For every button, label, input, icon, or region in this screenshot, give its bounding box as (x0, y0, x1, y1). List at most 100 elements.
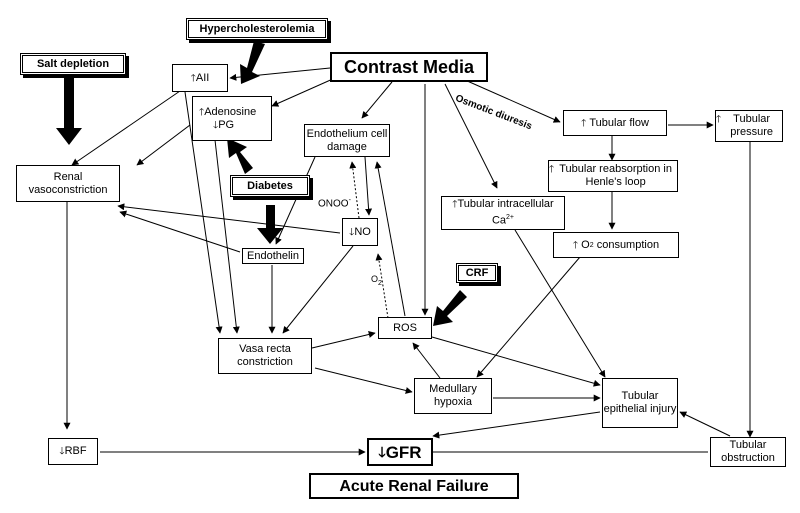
tubular-obstruction-box: Tubular obstruction (710, 437, 786, 467)
pg-label: PG (218, 118, 235, 131)
up-arrow-icon: 🡑 (581, 117, 587, 129)
up-arrow-icon: 🡑 (199, 106, 205, 118)
hypercholesterolemia-label: Hypercholesterolemia (199, 22, 315, 35)
arrow-endodamage-endothelin (275, 156, 316, 245)
diabetes-box: Diabetes (230, 175, 310, 197)
arrow-o2cons-medhyp (476, 256, 581, 378)
arrow-no-endodamage (349, 161, 360, 219)
arrow-ros-endodamage (374, 161, 406, 317)
endothelin-box: Endothelin (242, 248, 304, 264)
arrow-tubca-tubepi (514, 229, 606, 378)
o2-consumption-subscript: 2 (589, 241, 594, 249)
medullary-hypoxia-label: Medullary hypoxia (429, 383, 477, 408)
contrast-media-box: Contrast Media (330, 52, 488, 82)
tubular-ca-box: 🡑Tubular intracellular Ca2+ (441, 196, 565, 230)
arrow-contrast-tubflow (464, 79, 561, 123)
arrow-obstruction-tubepi (679, 411, 731, 437)
up-arrow-icon: 🡑 (572, 239, 579, 251)
down-arrow-icon: 🡓 (349, 226, 355, 238)
endothelin-label: Endothelin (247, 249, 299, 262)
medullary-hypoxia-box: Medullary hypoxia (414, 378, 492, 414)
gfr-label: GFR (385, 442, 422, 462)
no-box: 🡓NO (342, 218, 378, 246)
rbf-box: 🡓RBF (48, 438, 98, 465)
diabetes-label: Diabetes (247, 179, 293, 192)
arrow-ros-tubepi (431, 336, 601, 387)
vasa-recta-label: Vasa recta constriction (237, 343, 293, 368)
onoo-label: ONOO- (318, 194, 351, 210)
o2-consumption-o: O (581, 238, 590, 251)
tubular-obstruction-label: Tubular obstruction (721, 439, 775, 464)
acute-renal-failure-box: Acute Renal Failure (309, 473, 519, 499)
crf-label: CRF (465, 266, 489, 279)
tubular-epithelial-label: Tubular epithelial injury (603, 390, 677, 415)
tubular-pressure-box: 🡑 Tubular pressure (715, 110, 783, 142)
tubular-pressure-label: Tubular pressure (730, 113, 773, 138)
up-arrow-icon: 🡑 (190, 72, 196, 84)
rbf-label: RBF (64, 445, 87, 457)
ros-label: ROS (393, 321, 417, 334)
acute-renal-failure-label: Acute Renal Failure (339, 477, 489, 495)
arrow-vasa-ros (311, 331, 376, 349)
onoo-text: ONOO (318, 198, 349, 210)
o2-text: O (371, 274, 379, 284)
arrow-adenosine-renalvaso (136, 124, 191, 166)
thick-arrow-diabetes (227, 138, 253, 174)
endothelium-damage-label: Endothelium cell damage (306, 127, 388, 153)
o2-label: O2 (371, 273, 382, 290)
arrow-vasa-medhyp (314, 367, 413, 394)
thick-arrow-diabetes-endothelin (257, 205, 283, 244)
thick-arrow-salt (56, 77, 82, 145)
adenosine-pg-box: 🡑Adenosine 🡓PG (192, 96, 272, 141)
crf-box: CRF (456, 263, 498, 283)
thick-arrow-crf (433, 290, 467, 326)
tubular-flow-box: 🡑 Tubular flow (563, 110, 667, 136)
salt-depletion-box: Salt depletion (20, 53, 126, 75)
renal-vasoconstriction-box: Renal vasoconstriction (16, 165, 120, 202)
down-arrow-icon: 🡓 (378, 443, 386, 460)
arrow-contrast-adenosine (271, 77, 336, 107)
tubular-flow-label: Tubular flow (589, 116, 649, 129)
arrow-no-renalvaso (117, 203, 341, 234)
endothelium-damage-box: Endothelium cell damage (304, 124, 390, 157)
arrow-endodamage-no (364, 156, 373, 216)
adenosine-label: Adenosine (204, 105, 257, 118)
vasa-recta-box: Vasa recta constriction (218, 338, 312, 374)
aii-box: 🡑AII (172, 64, 228, 92)
ca-label: Ca (491, 214, 507, 227)
arrow-contrast-endodamage (361, 81, 393, 119)
tubular-reabsorption-box: 🡑 Tubular reabsorption in Henle's loop (548, 160, 678, 192)
thick-arrow-hyperchol (240, 41, 265, 84)
hypercholesterolemia-box: Hypercholesterolemia (186, 18, 328, 40)
arrow-ros-no (375, 253, 389, 319)
aii-label: AII (195, 71, 210, 84)
o2-subscript: 2 (378, 279, 382, 287)
salt-depletion-label: Salt depletion (36, 57, 110, 70)
arrow-medhyp-ros (412, 342, 441, 379)
ros-box: ROS (378, 317, 432, 339)
contrast-media-label: Contrast Media (343, 56, 475, 77)
onoo-superscript: - (348, 197, 351, 204)
gfr-box: 🡓GFR (367, 438, 433, 466)
down-arrow-icon: 🡓 (59, 446, 65, 457)
o2-consumption-label: consumption (596, 238, 660, 251)
tubular-epithelial-box: Tubular epithelial injury (602, 378, 678, 428)
renal-vasoconstriction-label: Renal vasoconstriction (28, 170, 108, 196)
arrow-endothelin-renalvaso (119, 210, 241, 253)
arrow-no-vasa (282, 245, 354, 334)
up-arrow-icon: 🡑 (716, 114, 722, 125)
arrow-aii-renalvaso (71, 90, 181, 166)
arrow-adenosine-vasa (214, 139, 240, 334)
tubular-reabsorption-label: Tubular reabsorption in Henle's loop (559, 163, 672, 188)
up-arrow-icon: 🡑 (452, 199, 458, 211)
no-label: NO (354, 225, 371, 238)
arrow-aii-vasa (184, 91, 223, 334)
up-arrow-icon: 🡑 (549, 164, 555, 175)
arrow-tubepi-gfr (432, 411, 601, 439)
down-arrow-icon: 🡓 (213, 119, 219, 131)
ca-superscript: 2+ (506, 214, 515, 222)
tubular-ca-label: Tubular intracellular (457, 198, 554, 211)
arrow-contrast-tubca (444, 83, 498, 189)
